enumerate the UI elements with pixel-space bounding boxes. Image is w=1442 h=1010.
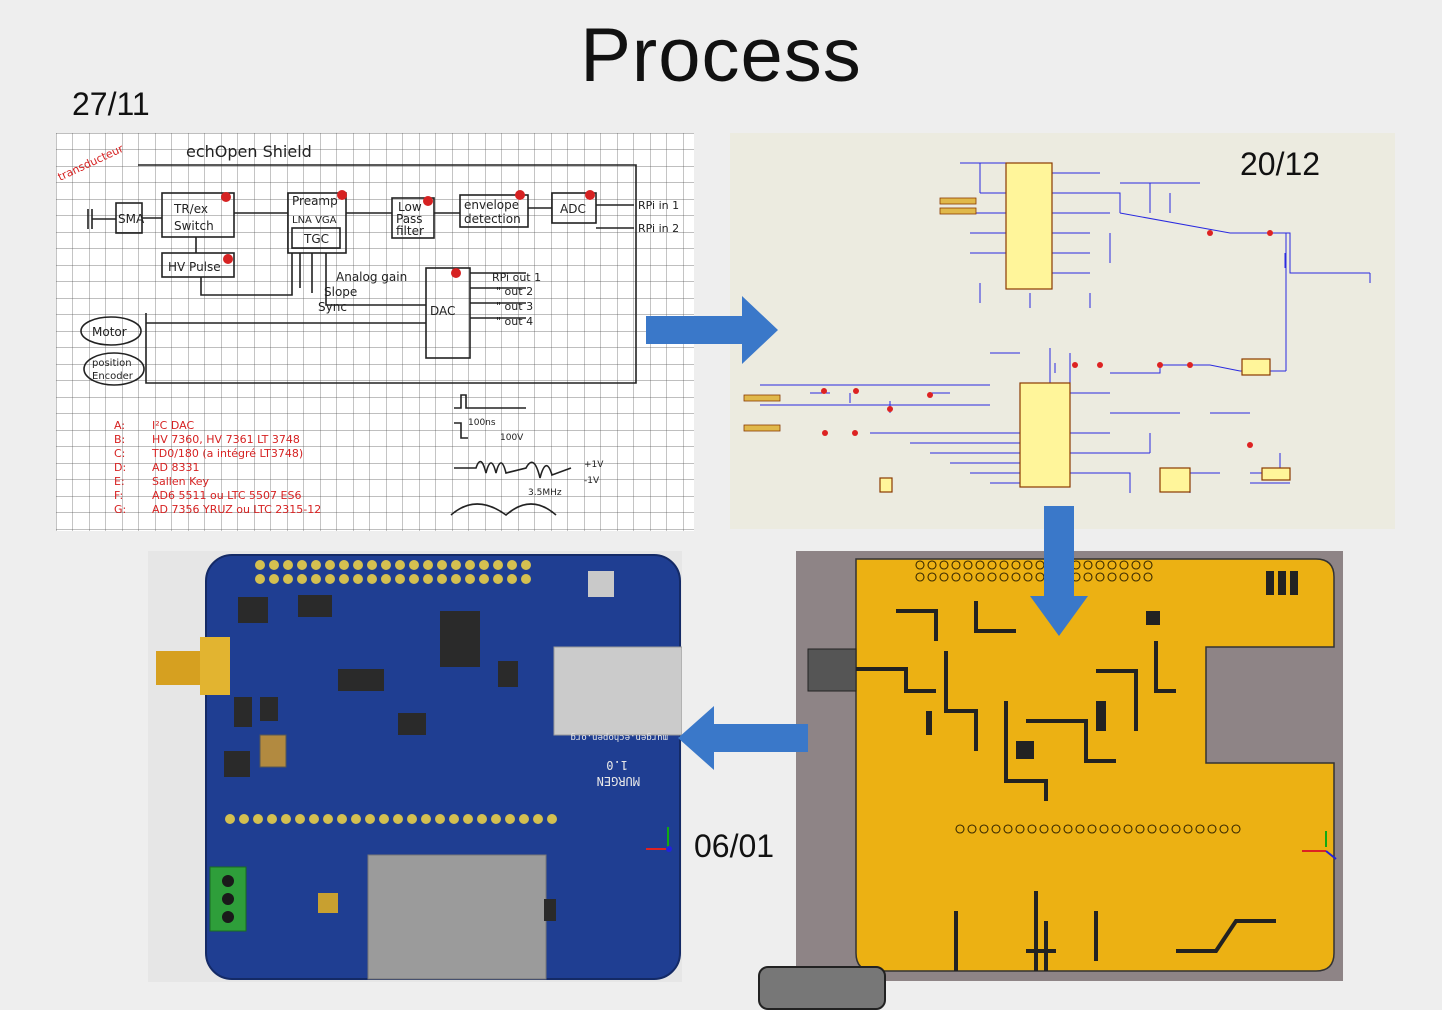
- arrow-right-icon: [646, 296, 778, 364]
- part-f-value: AD6 5511 ou LTC 5507 ES6: [152, 489, 301, 502]
- sma-label: SMA: [118, 212, 145, 226]
- envelope-label-1: envelope: [464, 198, 519, 212]
- hvpulse-label: HV Pulse: [168, 260, 221, 274]
- output-1: RPi in 1: [638, 199, 679, 212]
- note-minus1v: -1V: [584, 476, 600, 486]
- part-c-value: TD0/180 (a intégré LT3748): [151, 447, 303, 460]
- rpi-out-3: " out 3: [496, 300, 533, 313]
- trex-label-2: Switch: [174, 219, 214, 233]
- board-url: murgen.echopen.org: [570, 732, 668, 742]
- trex-label-1: TR/ex: [173, 202, 208, 216]
- date-schematic: 20/12: [1240, 146, 1321, 182]
- date-render: 06/01: [694, 828, 775, 864]
- date-sketch: 27/11: [72, 86, 150, 122]
- pcb-layout-panel: [796, 551, 1343, 981]
- rpi-out-2: " out 2: [496, 285, 533, 298]
- rpi-out-1: RPi out 1: [492, 271, 541, 284]
- rpi-out-4: " out 4: [496, 315, 533, 328]
- part-g-value: AD 7356 YRUZ ou LTC 2315-12: [152, 503, 321, 516]
- part-e-key: E:: [114, 475, 125, 488]
- part-d-key: D:: [114, 461, 126, 474]
- board-version: 1.0: [606, 758, 628, 772]
- output-2: RPi in 2: [638, 222, 679, 235]
- arrow-left-icon: [678, 706, 808, 770]
- sketch-caption: echOpen Shield: [186, 142, 312, 161]
- schematic-panel: [730, 133, 1395, 529]
- bottom-tab-button[interactable]: [758, 966, 886, 1010]
- part-a-key: A:: [114, 419, 125, 432]
- note-100ns: 100ns: [468, 418, 496, 428]
- part-b-key: B:: [114, 433, 125, 446]
- arrow-down-icon: [1030, 506, 1088, 636]
- note-plus1v: +1V: [584, 460, 604, 470]
- encoder-label-2: Encoder: [92, 371, 134, 382]
- motor-label: Motor: [92, 325, 127, 339]
- header-pin-row-bottom: [955, 824, 1241, 834]
- part-b-value: HV 7360, HV 7361 LT 3748: [152, 433, 300, 446]
- dac-label: DAC: [430, 304, 455, 318]
- adc-label: ADC: [560, 202, 586, 216]
- part-c-key: C:: [114, 447, 125, 460]
- pcb-render-panel: MURGEN 1.0 murgen.echopen.org: [148, 551, 682, 982]
- preamp-label-1: Preamp: [292, 194, 338, 208]
- board-name: MURGEN: [597, 774, 640, 788]
- slide-title: Process: [580, 13, 862, 98]
- signal-analog-gain: Analog gain: [336, 270, 407, 284]
- signal-sync: Sync: [318, 300, 347, 314]
- tgc-label: TGC: [303, 232, 329, 246]
- part-g-key: G:: [114, 503, 126, 516]
- note-3p5mhz: 3.5MHz: [528, 488, 562, 498]
- sketch-panel: echOpen Shield transducteur SMA TR/ex Sw…: [56, 133, 694, 531]
- part-a-value: I²C DAC: [152, 419, 194, 432]
- preamp-label-2: LNA VGA: [292, 215, 337, 226]
- signal-slope: Slope: [324, 285, 357, 299]
- part-f-key: F:: [114, 489, 123, 502]
- part-d-value: AD 8331: [152, 461, 200, 474]
- note-100v: 100V: [500, 433, 524, 443]
- lowpass-label-3: filter: [396, 224, 424, 238]
- lowpass-label-1: Low: [398, 200, 422, 214]
- envelope-label-2: detection: [464, 212, 521, 226]
- encoder-label-1: position: [92, 358, 132, 369]
- lowpass-label-2: Pass: [396, 212, 423, 226]
- part-e-value: Sallen Key: [152, 475, 210, 488]
